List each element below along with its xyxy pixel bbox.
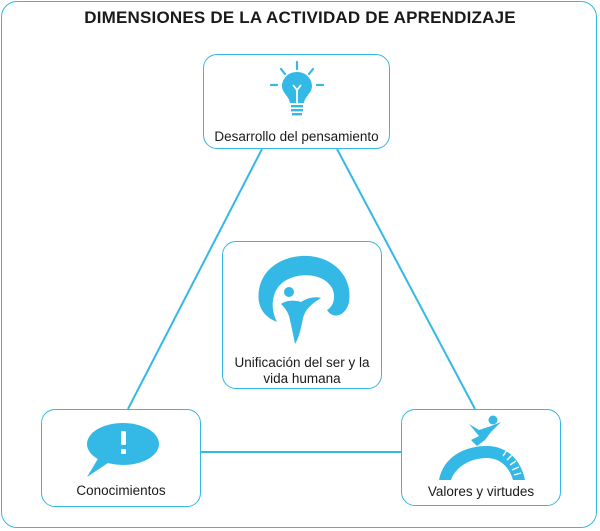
connector-top-right — [336, 148, 476, 410]
speech-bubble-exclamation-icon — [87, 423, 159, 477]
lightbulb-icon — [269, 60, 325, 116]
person-embrace-icon — [258, 255, 350, 344]
node-valores-y-virtudes: Valores y virtudes — [401, 409, 561, 506]
node-label-line-2: vida humana — [263, 371, 341, 386]
person-jump-arc-icon — [439, 415, 525, 480]
connector-top-left — [127, 148, 263, 410]
diagram-title: DIMENSIONES DE LA ACTIVIDAD DE APRENDIZA… — [84, 8, 516, 27]
node-label-line-1: Unificación del ser y la — [234, 355, 370, 370]
node-desarrollo-del-pensamiento: Desarrollo del pensamiento — [203, 54, 390, 149]
node-conocimientos: Conocimientos — [41, 409, 201, 507]
node-label: Valores y virtudes — [427, 484, 535, 499]
node-label: Conocimientos — [76, 483, 166, 498]
node-unificacion-del-ser: Unificación del ser y la vida humana — [222, 241, 382, 389]
node-label: Desarrollo del pensamiento — [214, 129, 379, 144]
